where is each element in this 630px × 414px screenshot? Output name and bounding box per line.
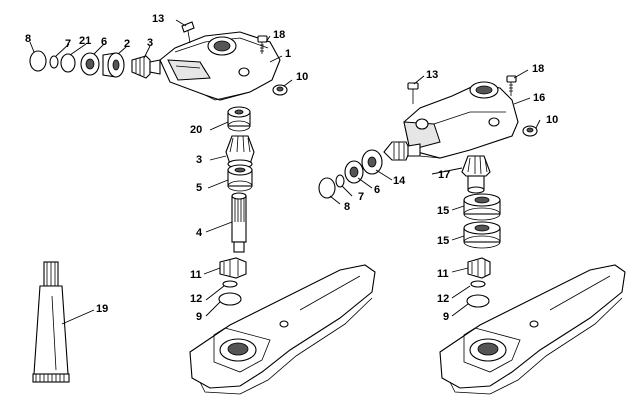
callout-2: 2 bbox=[124, 38, 130, 50]
screw-13-right bbox=[407, 82, 419, 104]
snap-ring-8-right bbox=[318, 177, 336, 199]
right-assembly bbox=[318, 75, 626, 395]
callout-19: 19 bbox=[96, 303, 108, 315]
callout-8-right: 8 bbox=[344, 201, 350, 213]
callout-21: 21 bbox=[79, 35, 91, 47]
plug-10-right bbox=[522, 125, 538, 137]
callout-5-left: 5 bbox=[196, 182, 202, 194]
bearing-14 bbox=[361, 149, 383, 175]
callout-3-left: 3 bbox=[196, 154, 202, 166]
callout-11-right: 11 bbox=[437, 268, 449, 280]
callout-15-lower: 15 bbox=[437, 235, 449, 247]
callout-7-right: 7 bbox=[358, 191, 364, 203]
bevel-gear-shaft bbox=[461, 155, 491, 194]
callouts-tube: 19 bbox=[96, 303, 108, 315]
callout-11-left: 11 bbox=[190, 269, 202, 281]
washer-7-right bbox=[335, 174, 345, 188]
callout-4: 4 bbox=[196, 227, 203, 239]
output-shaft-4 bbox=[231, 192, 247, 253]
nut-11-right bbox=[467, 257, 491, 279]
callout-3-left-top: 3 bbox=[147, 37, 153, 49]
callout-10-right: 10 bbox=[546, 114, 558, 126]
leader-lines bbox=[29, 19, 541, 325]
screw-18-left bbox=[257, 35, 268, 54]
screw-18-right bbox=[506, 75, 517, 96]
callout-17: 17 bbox=[438, 169, 450, 181]
pinion-3-left bbox=[131, 55, 161, 79]
bearing-15-upper bbox=[463, 193, 501, 221]
callout-14: 14 bbox=[393, 175, 406, 187]
screw-13-left bbox=[181, 21, 195, 44]
gear-housing-1 bbox=[159, 31, 281, 101]
nut-11-left bbox=[219, 257, 247, 279]
ring-21 bbox=[60, 53, 76, 73]
callout-12-right: 12 bbox=[437, 293, 449, 305]
callout-6-right: 6 bbox=[374, 184, 380, 196]
gearbox-base-right bbox=[439, 264, 626, 395]
callout-12-left: 12 bbox=[190, 293, 202, 305]
washer-12-left bbox=[222, 280, 238, 288]
bearing-15-lower bbox=[463, 221, 501, 249]
callouts-left: 8 7 21 6 2 3 13 18 1 10 20 3 5 4 11 12 9 bbox=[25, 13, 308, 323]
callout-20: 20 bbox=[190, 124, 202, 136]
callout-9-right: 9 bbox=[443, 311, 449, 323]
grease-tube-19 bbox=[32, 261, 70, 383]
plug-10-left bbox=[272, 84, 288, 96]
callout-18-right: 18 bbox=[532, 63, 544, 75]
washer-12-right bbox=[470, 280, 486, 288]
bearing-2 bbox=[102, 52, 125, 78]
callout-7-left: 7 bbox=[65, 38, 71, 50]
bevel-gear-3-left bbox=[225, 135, 255, 169]
callout-6-left: 6 bbox=[101, 36, 107, 48]
callouts-right: 13 18 16 10 17 14 6 7 8 15 15 11 12 9 bbox=[344, 63, 558, 323]
callout-15-upper: 15 bbox=[437, 205, 449, 217]
bearing-20 bbox=[227, 106, 251, 132]
snap-ring-9-right bbox=[466, 294, 490, 308]
gear-housing-16 bbox=[403, 81, 519, 159]
washer-7-left bbox=[49, 55, 59, 69]
callout-8-left: 8 bbox=[25, 33, 31, 45]
callout-13-left: 13 bbox=[152, 13, 164, 25]
bearing-6-left bbox=[80, 52, 100, 76]
snap-ring-9-left bbox=[218, 292, 242, 306]
bearing-5-left bbox=[227, 164, 253, 192]
left-assembly bbox=[29, 21, 376, 395]
gearbox-base-left bbox=[189, 264, 376, 395]
callout-10-left: 10 bbox=[296, 71, 308, 83]
callout-18-left: 18 bbox=[273, 29, 285, 41]
callout-13-right: 13 bbox=[426, 69, 438, 81]
pinion-17 bbox=[383, 141, 421, 161]
bearing-6-right bbox=[344, 160, 364, 184]
callout-16: 16 bbox=[533, 92, 545, 104]
snap-ring-8-left bbox=[29, 50, 47, 72]
callout-1: 1 bbox=[285, 48, 291, 60]
callout-9-left: 9 bbox=[196, 311, 202, 323]
